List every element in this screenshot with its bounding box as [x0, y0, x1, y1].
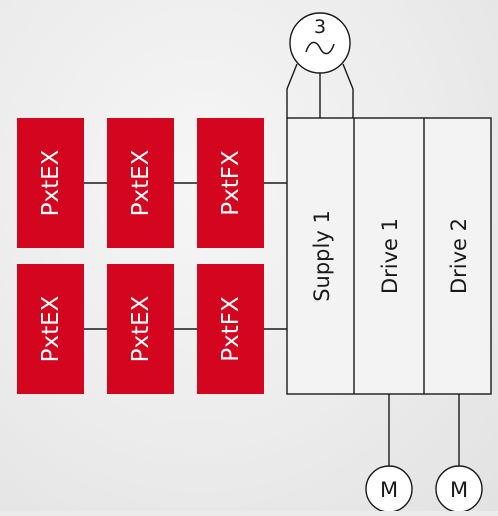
module-label: PxtEX [38, 149, 64, 216]
module-label: PxtEX [38, 295, 64, 362]
phase-count: 3 [314, 16, 326, 38]
module-box [197, 264, 264, 394]
module-label: PxtFX [218, 150, 244, 216]
ac-source-circle [289, 12, 351, 74]
module-label: PxtFX [218, 296, 244, 362]
module-label: PxtEX [128, 149, 154, 216]
cabinet-section-drive2-label: Drive 2 [447, 218, 471, 294]
motor-2: M [435, 394, 483, 513]
module-connectors [84, 182, 287, 330]
module-label: PxtEX [128, 295, 154, 362]
feeder-right-wire [342, 63, 354, 118]
ac-wave-icon [305, 41, 335, 55]
cabinet-section-supply-label: Supply 1 [310, 210, 334, 302]
supply-source [286, 12, 354, 118]
motor-1-label: M [380, 478, 398, 502]
module-box [107, 118, 174, 248]
module-row-2: PxtEX PxtEX PxtFX [17, 264, 264, 394]
module-box [197, 118, 264, 248]
module-box [17, 118, 84, 248]
cabinet-section-drive1-label: Drive 1 [378, 218, 402, 294]
module-row-1: PxtEX PxtEX PxtFX [17, 118, 264, 248]
module-box [107, 264, 174, 394]
feeder-left-wire [286, 63, 298, 118]
motor-2-label: M [450, 478, 468, 502]
cabinet-frame [286, 117, 492, 395]
module-box [17, 264, 84, 394]
motor-1: M [365, 394, 413, 513]
cabinet: Supply 1 Drive 1 Drive 2 [286, 117, 492, 395]
